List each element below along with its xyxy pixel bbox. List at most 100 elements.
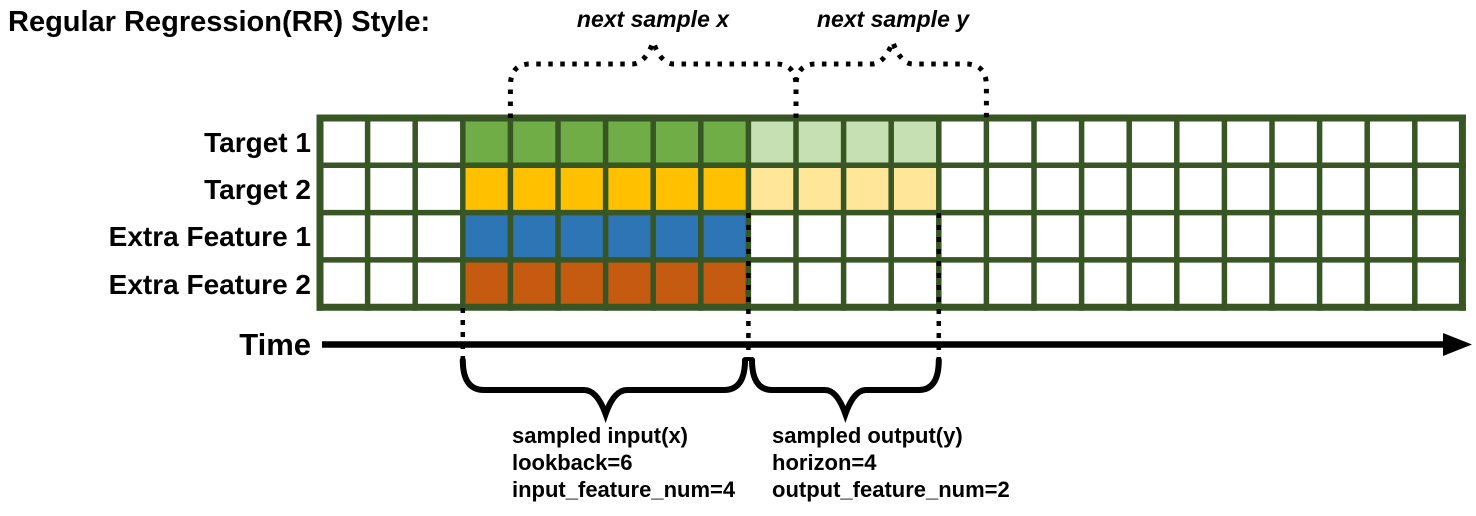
grid-cell [1034, 212, 1082, 260]
grid-cell [986, 259, 1034, 308]
grid-cell [1224, 118, 1272, 166]
grid-cell [415, 118, 463, 166]
grid-cell [605, 165, 654, 213]
grid-cell [1272, 165, 1320, 213]
grid-cell [653, 212, 701, 260]
grid-cell [510, 165, 558, 213]
row-label-target-2: Target 2 [204, 174, 311, 205]
row-label-extra-feature-2: Extra Feature 2 [109, 269, 311, 300]
grid-cell [462, 259, 511, 308]
grid-cell [1224, 165, 1272, 213]
grid-cell [1034, 165, 1082, 213]
grid-cell [796, 118, 844, 166]
grid-cell [653, 165, 701, 213]
grid-cell [986, 165, 1034, 213]
grid-cell [1367, 259, 1415, 308]
grid-cell [1176, 212, 1225, 260]
grid-cell [1034, 259, 1082, 308]
grid-cell [510, 259, 558, 308]
grid-cell [1414, 259, 1463, 308]
grid-cell [367, 118, 416, 166]
grid-cell [367, 212, 416, 260]
grid-cell [843, 165, 892, 213]
grid-cell [796, 165, 844, 213]
grid-cell [891, 259, 939, 308]
grid-cell [605, 259, 654, 308]
grid-cell [462, 165, 511, 213]
next-sample-y-label: next sample y [817, 6, 970, 32]
grid-cell [415, 165, 463, 213]
grid-cell [367, 165, 416, 213]
grid-cell [748, 165, 796, 213]
row-label-target-1: Target 1 [204, 127, 311, 158]
grid-cell [1129, 118, 1177, 166]
grid-cell [367, 259, 416, 308]
sampled-input-title: sampled input(x) [512, 423, 688, 448]
grid-cell [1272, 118, 1320, 166]
grid-cells [320, 118, 1463, 308]
grid-cell [1176, 165, 1225, 213]
grid-cell [748, 118, 796, 166]
grid-cell [891, 212, 939, 260]
grid-cell [1367, 165, 1415, 213]
grid-cell [700, 118, 749, 166]
grid-cell [1081, 259, 1130, 308]
time-axis [322, 333, 1472, 356]
grid-cell [510, 212, 558, 260]
grid-cell [1129, 212, 1177, 260]
grid-cell [891, 118, 939, 166]
row-label-extra-feature-1: Extra Feature 1 [109, 221, 311, 252]
next-sample-y-brace [793, 35, 989, 118]
time-axis-label: Time [239, 327, 311, 362]
grid-cell [1224, 212, 1272, 260]
sampled-input-note: sampled input(x) lookback=6 input_featur… [512, 423, 736, 502]
sampled-output-title: sampled output(y) [772, 423, 963, 448]
grid-cell [986, 118, 1034, 166]
sampled-output-note: sampled output(y) horizon=4 output_featu… [772, 423, 1010, 502]
grid-cell [1414, 212, 1463, 260]
grid-cell [1176, 259, 1225, 308]
grid-cell [1081, 212, 1130, 260]
grid-cell [938, 212, 987, 260]
sampled-input-brace [459, 357, 748, 423]
grid-cell [1319, 259, 1368, 308]
grid-cell [843, 259, 892, 308]
grid-cell [1081, 165, 1130, 213]
grid-cell [748, 212, 796, 260]
output-feature-num-value: output_feature_num=2 [772, 477, 1010, 502]
grid-cell [1319, 165, 1368, 213]
grid-cell [558, 118, 606, 166]
grid-cell [558, 259, 606, 308]
grid-cell [605, 212, 654, 260]
grid-cell [510, 118, 558, 166]
next-sample-x-label: next sample x [577, 6, 730, 32]
grid-cell [1129, 259, 1177, 308]
grid-cell [843, 118, 892, 166]
grid-cell [748, 259, 796, 308]
grid-cell [1081, 118, 1130, 166]
grid-cell [1272, 259, 1320, 308]
grid-cell [1224, 259, 1272, 308]
grid-cell [1367, 118, 1415, 166]
horizon-value: horizon=4 [772, 450, 877, 475]
grid-cell [1176, 118, 1225, 166]
grid-cell [938, 165, 987, 213]
grid-cell [1129, 165, 1177, 213]
diagram-title: Regular Regression(RR) Style: [8, 6, 430, 38]
grid-cell [415, 259, 463, 308]
grid-cell [653, 118, 701, 166]
grid-cell [986, 212, 1034, 260]
grid-cell [700, 212, 749, 260]
grid-cell [320, 212, 368, 260]
sampled-output-brace [749, 357, 942, 423]
grid-cell [653, 259, 701, 308]
grid-cell [320, 259, 368, 308]
grid-cell [320, 165, 368, 213]
grid-cell [938, 118, 987, 166]
grid-cell [605, 118, 654, 166]
time-axis-arrowhead-icon [1443, 333, 1472, 356]
grid-cell [462, 212, 511, 260]
grid-cell [415, 212, 463, 260]
